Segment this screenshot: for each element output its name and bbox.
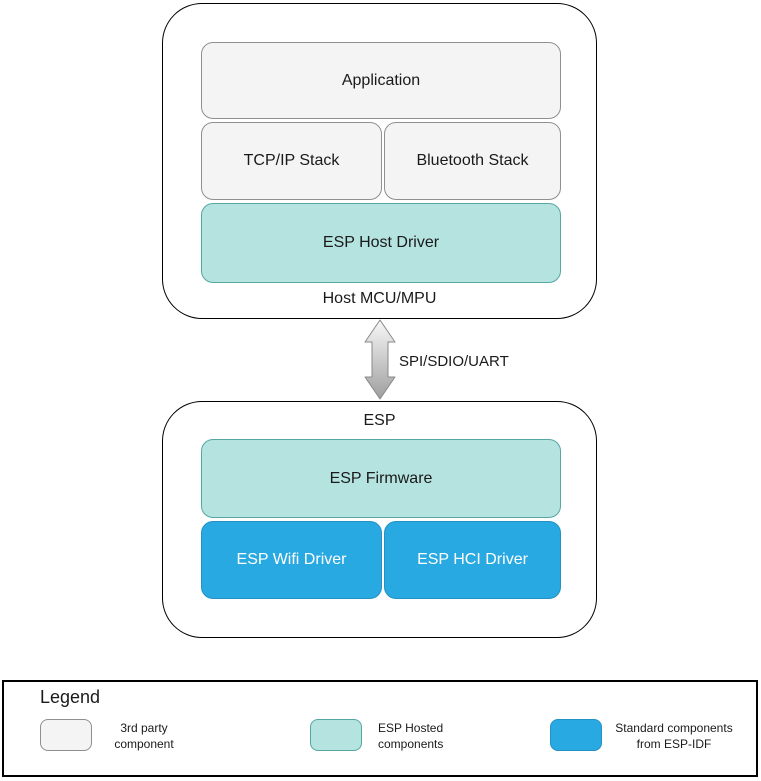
legend-swatch-teal (310, 719, 362, 751)
legend-swatch-gray (40, 719, 92, 751)
legend-swatch-blue (550, 719, 602, 751)
legend-item-standard-esp-idf: Standard components from ESP-IDF (604, 720, 744, 752)
legend-item-line: component (114, 737, 174, 751)
application-box: Application (201, 42, 561, 119)
legend-item-line: ESP Hosted (378, 721, 444, 735)
esp-wifi-driver-box: ESP Wifi Driver (201, 521, 382, 599)
legend-title: Legend (40, 687, 101, 707)
legend: Legend 3rd party component ESP Hosted co… (2, 680, 758, 777)
legend-item-line: from ESP-IDF (636, 737, 712, 751)
legend-item-esp-hosted: ESP Hosted components (378, 720, 443, 752)
vertical-double-arrow-icon (364, 319, 396, 400)
legend-item-line: components (378, 737, 444, 751)
tcpip-stack-box: TCP/IP Stack (201, 122, 382, 200)
spi-sdio-uart-label: SPI/SDIO/UART (399, 353, 509, 370)
bluetooth-stack-box: Bluetooth Stack (384, 122, 561, 200)
esp-group: ESP ESP Firmware ESP Wifi Driver ESP HCI… (162, 401, 597, 638)
esp-group-label: ESP (363, 412, 396, 429)
host-mcu-group: Application TCP/IP Stack Bluetooth Stack… (162, 3, 597, 319)
host-mcu-group-label: Host MCU/MPU (322, 290, 437, 307)
esp-firmware-box: ESP Firmware (201, 439, 561, 518)
esp-hci-driver-box: ESP HCI Driver (384, 521, 561, 599)
esp-host-driver-box: ESP Host Driver (201, 203, 561, 283)
legend-item-line: 3rd party (120, 721, 168, 735)
legend-item-3rd-party: 3rd party component (96, 720, 192, 752)
legend-item-line: Standard components (615, 721, 733, 735)
